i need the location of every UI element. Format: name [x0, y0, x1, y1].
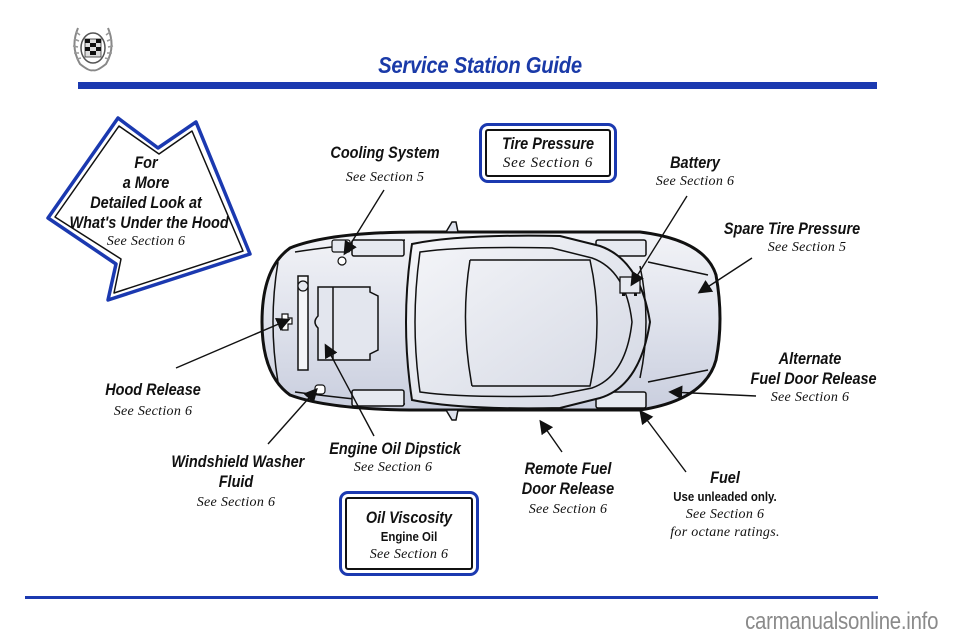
dipstick-title: Engine Oil Dipstick — [329, 439, 461, 458]
label-windshield-washer[interactable]: Windshield Washer Fluid See Section 6 — [160, 452, 312, 512]
dipstick-ref: See Section 6 — [353, 460, 433, 475]
leader-battery — [630, 195, 688, 287]
label-remote-fuel-door[interactable]: Remote Fuel Door Release See Section 6 — [508, 459, 628, 519]
car-top-view — [260, 221, 722, 421]
leader-dipstick — [324, 343, 375, 437]
alt-fuel-title-2: Fuel Door Release — [750, 369, 877, 388]
label-hood-release[interactable]: Hood Release See Section 6 — [92, 380, 214, 421]
fuel-note: Use unleaded only. — [673, 489, 777, 504]
header-rule — [78, 82, 877, 89]
washer-ref: See Section 6 — [196, 495, 276, 510]
cooling-system-ref: See Section 5 — [345, 170, 425, 185]
alt-fuel-ref: See Section 6 — [770, 390, 850, 405]
tire-pressure-box[interactable]: Tire Pressure See Section 6 — [479, 123, 617, 183]
oil-viscosity-ref: See Section 6 — [369, 547, 449, 562]
battery-ref: See Section 6 — [655, 174, 735, 189]
hood-arrow-line4: What's Under the Hood — [69, 213, 229, 232]
hood-arrow-text[interactable]: For a More Detailed Look at What's Under… — [56, 153, 236, 251]
leader-fuel — [639, 409, 687, 473]
leader-remote-fuel — [539, 419, 563, 453]
hood-arrow-callout — [46, 116, 252, 302]
hood-release-title: Hood Release — [105, 380, 201, 399]
leader-alt-fuel — [668, 385, 757, 400]
label-fuel[interactable]: Fuel Use unleaded only. See Section 6 fo… — [650, 468, 800, 542]
hood-arrow-line3: Detailed Look at — [90, 193, 202, 212]
fuel-ref2: for octane ratings. — [670, 525, 780, 540]
cadillac-crest-icon — [70, 22, 116, 72]
remote-fuel-ref: See Section 6 — [528, 502, 608, 517]
label-battery[interactable]: Battery See Section 6 — [640, 153, 750, 191]
label-engine-oil-dipstick[interactable]: Engine Oil Dipstick See Section 6 — [318, 439, 468, 477]
tire-pressure-ref: See Section 6 — [502, 155, 594, 171]
label-cooling-system[interactable]: Cooling System See Section 5 — [310, 143, 460, 187]
fuel-ref: See Section 6 — [685, 507, 765, 522]
page-title: Service Station Guide — [378, 52, 582, 78]
hood-release-ref: See Section 6 — [113, 404, 193, 419]
tire-pressure-title: Tire Pressure — [501, 134, 595, 153]
radiator-bar — [297, 275, 309, 371]
hood-arrow-line2: a More — [122, 173, 170, 192]
leader-washer — [267, 387, 318, 445]
alt-fuel-title-1: Alternate — [778, 349, 842, 368]
fuel-title: Fuel — [710, 468, 740, 487]
leader-spare — [697, 257, 753, 294]
watermark: carmanualsonline.info — [744, 608, 938, 635]
remote-fuel-title-1: Remote Fuel — [524, 459, 612, 478]
cooling-system-title: Cooling System — [330, 143, 440, 162]
hood-arrow-line1: For — [134, 153, 158, 172]
spare-tire-ref: See Section 5 — [767, 240, 847, 255]
label-alternate-fuel-door[interactable]: Alternate Fuel Door Release See Section … — [740, 349, 880, 407]
remote-fuel-title-2: Door Release — [521, 479, 615, 498]
washer-title-2: Fluid — [218, 472, 254, 491]
battery-title: Battery — [670, 153, 720, 172]
oil-viscosity-sub: Engine Oil — [380, 529, 438, 544]
footer-rule — [25, 596, 878, 599]
washer-title-1: Windshield Washer — [171, 452, 305, 471]
leader-hood-release — [175, 317, 291, 369]
spare-tire-title: Spare Tire Pressure — [723, 219, 861, 238]
hood-arrow-ref: See Section 6 — [106, 234, 186, 249]
label-spare-tire-pressure[interactable]: Spare Tire Pressure See Section 5 — [708, 219, 876, 257]
engine-block — [314, 286, 379, 361]
oil-viscosity-box[interactable]: Oil Viscosity Engine Oil See Section 6 — [339, 491, 479, 576]
oil-viscosity-title: Oil Viscosity — [365, 508, 453, 527]
leader-cooling — [343, 189, 385, 256]
